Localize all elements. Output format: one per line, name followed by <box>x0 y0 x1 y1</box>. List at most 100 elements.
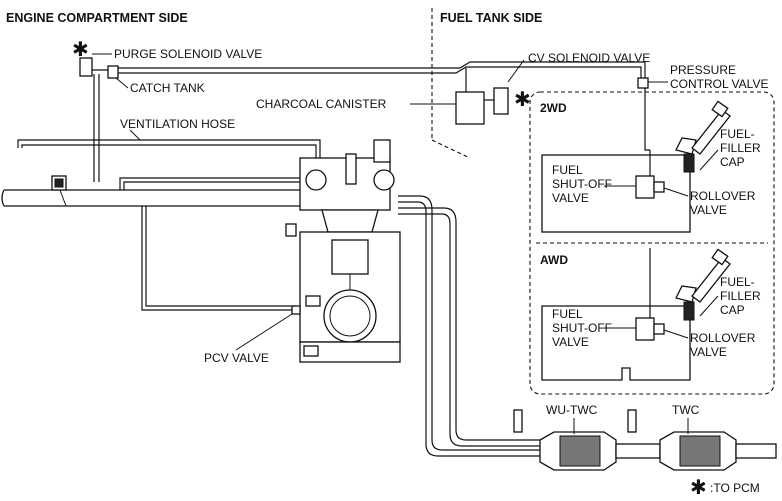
oil-pan <box>299 341 401 363</box>
awd-rollover-leader <box>663 329 689 339</box>
exhaust-pipe-2 <box>398 207 540 441</box>
2wd-filler-label-2: FILLER <box>720 141 761 155</box>
wu-twc-core <box>559 435 601 467</box>
catch-tank-leader <box>115 77 129 89</box>
twc-label: TWC <box>672 403 700 417</box>
exhaust-camshaft <box>373 169 395 191</box>
wu-twc-label: WU-TWC <box>546 403 598 417</box>
pcv-hose <box>141 206 296 311</box>
charcoal-canister-label: CHARCOAL CANISTER <box>256 97 387 111</box>
engine-side-header: ENGINE COMPARTMENT SIDE <box>6 11 188 25</box>
ventilation-hose <box>17 139 321 160</box>
pressure-control-label-1: PRESSURE <box>670 63 736 77</box>
purge-solenoid-label: PURGE SOLENOID VALVE <box>114 47 262 61</box>
vapor-line <box>644 88 650 151</box>
purge-line <box>112 61 490 69</box>
fuel-tank-side-header: FUEL TANK SIDE <box>440 11 542 25</box>
2wd-filler-neck-seal <box>683 153 695 173</box>
airflow-meter-wire <box>59 189 67 207</box>
charcoal-canister <box>455 91 485 125</box>
2wd-filler-label-1: FUEL- <box>720 127 755 141</box>
awd-fuel-shutoff-label-1: FUEL <box>552 307 583 321</box>
front-o2-sensor <box>513 409 523 433</box>
2wd-fuel-shutoff-label-2: SHUT-OFF <box>552 177 612 191</box>
rear-o2-sensor <box>627 409 637 433</box>
2wd-rollover-valve <box>653 181 665 193</box>
section-divider-bend <box>431 139 471 159</box>
pcv-valve <box>291 305 301 315</box>
spark-plug-coil <box>345 153 357 185</box>
intake-camshaft <box>305 169 327 191</box>
legend-to-pcm: :TO PCM <box>710 481 760 495</box>
awd-fuel-shutoff-valve <box>635 317 655 341</box>
awd-filler-label-2: FILLER <box>720 289 761 303</box>
oil-pan-plate <box>303 345 319 357</box>
legend-asterisk: ✱ <box>690 475 707 499</box>
awd-fuel-filler-cap <box>711 248 729 266</box>
piston <box>331 239 369 275</box>
oil-gauge <box>305 295 321 307</box>
2wd-fuel-filler-cap <box>711 100 729 118</box>
pressure-control-label-2: CONTROL VALVE <box>670 77 768 91</box>
ventilation-hose-inner <box>21 144 317 160</box>
cv-solenoid-valve <box>493 87 509 115</box>
crankshaft-gear <box>329 295 371 337</box>
intake-branch-inner <box>123 181 300 190</box>
purge-solenoid-pcm-marker: ✱ <box>72 37 89 61</box>
pcv-valve-label: PCV VALVE <box>204 351 269 365</box>
awd-fuel-shutoff-label-2: SHUT-OFF <box>552 321 612 335</box>
crankshaft-pulley <box>323 289 377 343</box>
awd-filler-neck-seal <box>683 301 695 321</box>
2wd-fuel-shutoff-valve <box>635 175 655 199</box>
2wd-filler-elbow <box>675 137 697 155</box>
cv-solenoid-leader <box>507 59 525 83</box>
awd-filler-pipe <box>691 257 731 303</box>
purge-line-inner <box>112 66 490 74</box>
purge-to-pressure-valve-inner <box>490 66 642 80</box>
ventilation-hose-leader <box>129 129 141 141</box>
2wd-rollover-leader <box>663 187 689 197</box>
awd-rollover-valve <box>653 323 665 335</box>
awd-filler-elbow <box>675 285 697 303</box>
2wd-fuel-shutoff-label-3: VALVE <box>552 191 589 205</box>
awd-rollover-label-1: ROLLOVER <box>690 331 756 345</box>
awd-fuel-shutoff-label-3: VALVE <box>552 335 589 349</box>
cv-solenoid-label: CV SOLENOID VALVE <box>528 51 650 65</box>
fuel-tank-area <box>529 91 775 395</box>
awd-filler-label-3: CAP <box>720 303 745 317</box>
exhaust-pipe-2-inner <box>398 213 540 447</box>
intake-pipe-end <box>1 189 5 207</box>
awd-filler-label-1: FUEL- <box>720 275 755 289</box>
exhaust-pipe-inner <box>398 201 540 457</box>
awd-title: AWD <box>540 253 568 267</box>
cv-top-housing <box>373 139 391 163</box>
2wd-fuel-tank <box>541 154 691 233</box>
2wd-rollover-label-1: ROLLOVER <box>690 189 756 203</box>
pressure-control-valve <box>637 77 649 89</box>
ventilation-hose-label: VENTILATION HOSE <box>120 117 235 131</box>
2wd-rollover-label-2: VALVE <box>690 203 727 217</box>
tail-pipe <box>735 443 777 459</box>
2wd-filler-label-3: CAP <box>720 155 745 169</box>
mid-pipe <box>615 443 661 459</box>
pcv-hose-inner <box>145 206 296 307</box>
twc-core <box>679 435 721 467</box>
injector <box>285 223 297 237</box>
exhaust-pipe-outer <box>398 195 540 451</box>
awd-filler-leader <box>699 295 719 317</box>
2wd-fuel-shutoff-label-1: FUEL <box>552 163 583 177</box>
pcv-valve-leader <box>235 313 293 351</box>
2wd-filler-pipe <box>691 109 731 155</box>
intake-branch <box>119 177 300 190</box>
airflow-meter-core <box>54 178 64 188</box>
catch-tank <box>107 65 119 79</box>
catch-tank-label: CATCH TANK <box>130 81 205 95</box>
awd-rollover-label-2: VALVE <box>690 345 727 359</box>
purge-solenoid-valve <box>79 57 93 77</box>
purge-to-pressure-valve <box>490 61 646 80</box>
2wd-title: 2WD <box>540 101 567 115</box>
cv-solenoid-pcm-marker: ✱ <box>514 87 531 111</box>
combustion-chamber <box>321 209 379 233</box>
